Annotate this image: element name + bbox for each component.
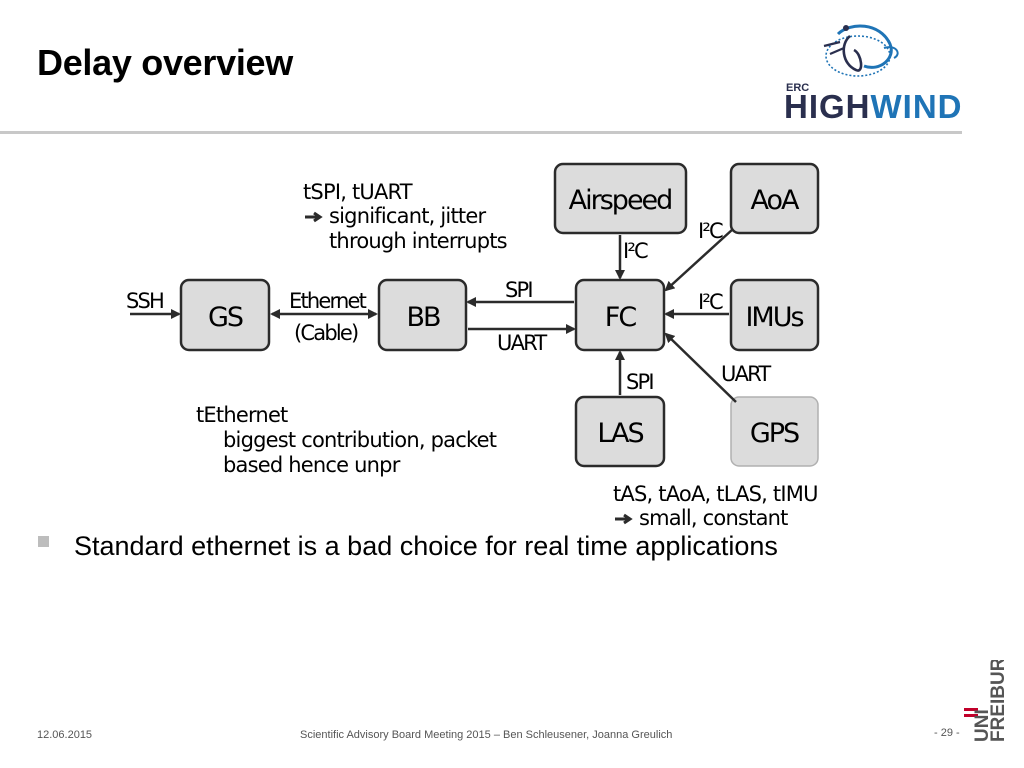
note-spi-uart-line2: through interrupts (329, 229, 507, 253)
arrow-gps-fc (664, 332, 737, 403)
uni-text: UNI (972, 709, 993, 742)
label-i2c-airspeed: I²C (623, 239, 648, 263)
note-spi-uart-vars: tSPI, tUART (303, 180, 413, 204)
uni-freiburg-logo: UNI FREIBURG (964, 660, 1009, 742)
box-aoa: AoA (729, 162, 820, 235)
label-i2c-imu: I²C (698, 290, 723, 314)
highwind-logo (823, 24, 899, 77)
slide-title: Delay overview (37, 42, 293, 83)
note-ethernet-line2: based hence unpr (223, 453, 401, 477)
box-gps: GPS (730, 396, 819, 467)
label-ssh: SSH (126, 289, 163, 313)
box-gs: GS (179, 278, 271, 352)
note-sensor-line1: small, constant (639, 506, 788, 530)
box-fc-label: FC (605, 302, 637, 333)
footer-presenter: Scientific Advisory Board Meeting 2015 –… (300, 729, 673, 741)
box-imus: IMUs (729, 278, 820, 352)
freiburg-text: FREIBURG (988, 660, 1009, 742)
note-sensor-vars: tAS, tAoA, tLAS, tIMU (613, 482, 818, 506)
box-las: LAS (574, 395, 666, 468)
arrow-aoa-fc (664, 228, 734, 292)
box-imus-label: IMUs (745, 302, 803, 333)
header-divider (0, 131, 962, 134)
label-spi-las: SPI (626, 370, 653, 394)
box-gs-label: GS (208, 302, 243, 333)
footer-date: 12.06.2015 (37, 729, 93, 741)
bullet-square-icon (38, 536, 49, 547)
note-ethernet-line1: biggest contribution, packet (223, 428, 497, 452)
box-bb: BB (377, 278, 468, 352)
logo-highwind-text: HIGHWIND (784, 88, 962, 126)
logo-wind: WIND (870, 88, 963, 125)
label-uart-gps: UART (721, 362, 771, 386)
box-las-label: LAS (597, 418, 643, 449)
bullet-text: Standard ethernet is a bad choice for re… (74, 531, 778, 561)
arrow-right-icon (615, 513, 633, 525)
box-gps-label: GPS (750, 418, 799, 449)
box-fc: FC (574, 278, 666, 352)
note-spi-uart-line1: significant, jitter (329, 204, 486, 228)
footer-page-number: - 29 - (934, 727, 960, 739)
box-airspeed: Airspeed (553, 162, 688, 235)
label-spi-top: SPI (505, 278, 532, 302)
label-cable: (Cable) (294, 321, 358, 345)
box-aoa-label: AoA (751, 185, 801, 216)
box-airspeed-label: Airspeed (569, 185, 672, 216)
logo-erc-text: ERC (786, 82, 810, 94)
label-ethernet: Ethernet (289, 289, 367, 313)
label-uart-mid: UART (497, 331, 547, 355)
arrow-right-icon (305, 211, 323, 223)
label-i2c-aoa: I²C (698, 219, 723, 243)
note-ethernet-var: tEthernet (196, 403, 288, 427)
logo-high: HIGH (784, 88, 871, 125)
box-bb-label: BB (406, 302, 440, 333)
